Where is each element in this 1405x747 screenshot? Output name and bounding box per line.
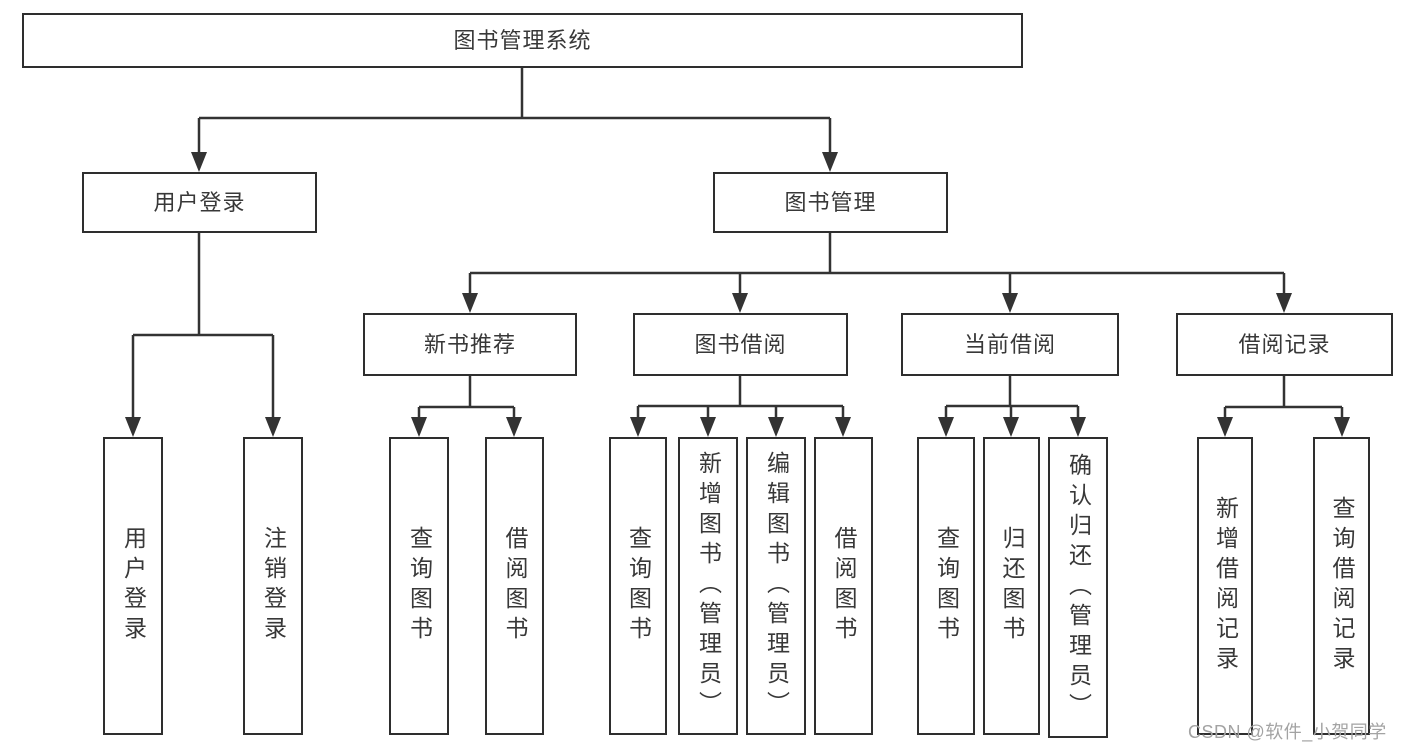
- node-cb-confirm-return-admin: 确认归还（管理员）: [1048, 437, 1108, 738]
- node-current-borrow: 当前借阅: [901, 313, 1119, 376]
- node-nbr-borrow-books: 借阅图书: [485, 437, 544, 735]
- connector-user-login: [131, 233, 275, 420]
- connector-book-borrow: [636, 376, 845, 420]
- arrowheads: [125, 152, 1350, 437]
- node-bb-add-books-admin: 新增图书（管理员）: [678, 437, 738, 735]
- node-book-management: 图书管理: [713, 172, 948, 233]
- node-leaf-user-login: 用户登录: [103, 437, 163, 735]
- node-root: 图书管理系统: [22, 13, 1023, 68]
- connector-root: [197, 68, 832, 155]
- node-cb-query-books: 查询图书: [917, 437, 975, 735]
- node-user-login: 用户登录: [82, 172, 317, 233]
- connector-new-book-recommend: [417, 376, 516, 420]
- node-leaf-logout: 注销登录: [243, 437, 303, 735]
- node-nbr-query-books: 查询图书: [389, 437, 449, 735]
- node-borrow-records: 借阅记录: [1176, 313, 1393, 376]
- node-br-query-record: 查询借阅记录: [1313, 437, 1370, 735]
- connector-current-borrow: [944, 376, 1080, 420]
- csdn-watermark: CSDN @软件_小贺同学: [1188, 722, 1387, 742]
- node-br-add-record: 新增借阅记录: [1197, 437, 1253, 735]
- connector-borrow-records: [1223, 376, 1344, 420]
- connector-book-management: [468, 233, 1286, 296]
- node-bb-edit-books-admin: 编辑图书（管理员）: [746, 437, 806, 735]
- node-bb-query-books: 查询图书: [609, 437, 667, 735]
- node-cb-return-books: 归还图书: [983, 437, 1040, 735]
- node-bb-borrow-books: 借阅图书: [814, 437, 873, 735]
- node-new-book-recommend: 新书推荐: [363, 313, 577, 376]
- node-book-borrow: 图书借阅: [633, 313, 848, 376]
